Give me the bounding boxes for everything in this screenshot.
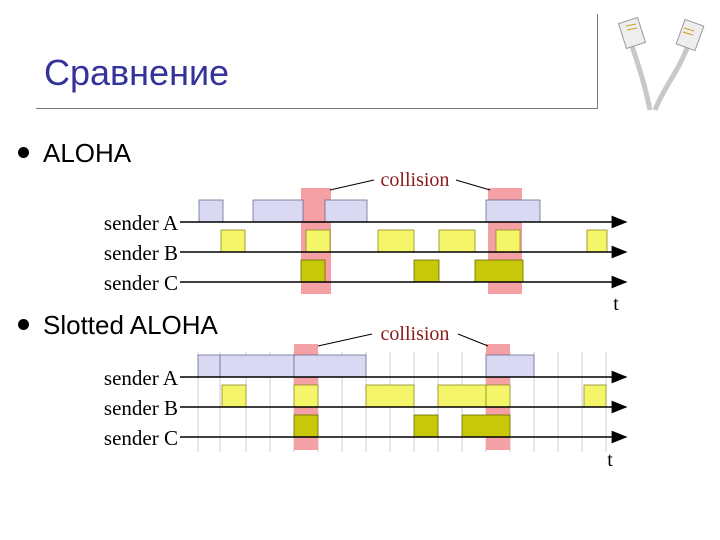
- sender-c-label: sender C: [104, 426, 178, 450]
- frame-b: [496, 230, 520, 252]
- frame-a: [294, 355, 366, 377]
- frame-a: [486, 355, 534, 377]
- time-label: t: [607, 449, 613, 471]
- frame-c: [294, 415, 318, 437]
- time-label: t: [613, 293, 619, 315]
- frame-a: [198, 355, 220, 377]
- frame-b: [486, 385, 510, 407]
- collision-pointer: [318, 334, 372, 346]
- frame-b: [221, 230, 245, 252]
- ethernet-cable-icon: [618, 18, 703, 110]
- frame-c: [301, 260, 325, 282]
- frame-a: [220, 355, 294, 377]
- frame-c: [475, 260, 523, 282]
- frame-b: [587, 230, 607, 252]
- sender-c-label: sender C: [104, 271, 178, 295]
- frame-a: [486, 200, 540, 222]
- sender-a-label: sender A: [104, 211, 179, 235]
- collision-label: collision: [381, 169, 450, 191]
- frame-b: [294, 385, 318, 407]
- frame-b: [439, 230, 475, 252]
- frame-a: [253, 200, 303, 222]
- frame-c: [414, 260, 439, 282]
- collision-label: collision: [381, 323, 450, 345]
- collision-pointer: [330, 180, 374, 190]
- frame-b: [584, 385, 606, 407]
- frame-b: [378, 230, 414, 252]
- frame-a: [199, 200, 223, 222]
- frame-c: [462, 415, 510, 437]
- collision-pointer: [458, 334, 488, 346]
- sender-b-label: sender B: [104, 241, 178, 265]
- frame-b: [306, 230, 330, 252]
- sender-a-label: sender A: [104, 366, 179, 390]
- sender-b-label: sender B: [104, 396, 178, 420]
- frame-b: [438, 385, 486, 407]
- collision-pointer: [456, 180, 490, 190]
- frame-c: [414, 415, 438, 437]
- frame-a: [325, 200, 367, 222]
- frame-b: [366, 385, 414, 407]
- frame-b: [222, 385, 246, 407]
